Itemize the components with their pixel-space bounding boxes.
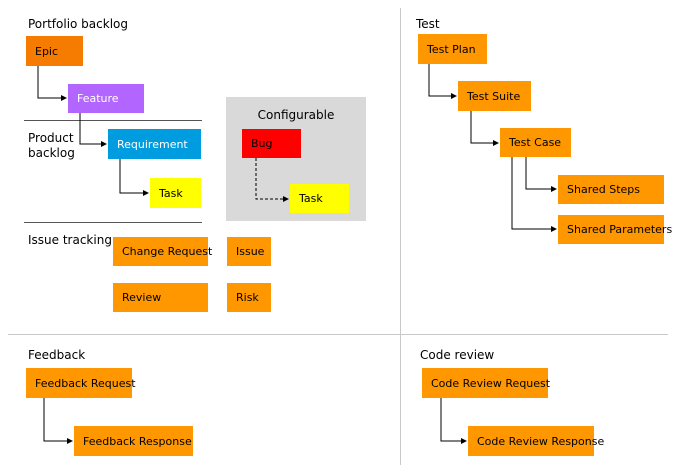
feature-box[interactable]: Feature (68, 84, 144, 113)
shared-parameters-box[interactable]: Shared Parameters (558, 215, 672, 244)
connector-testplan-testsuite (428, 64, 457, 99)
connector-requirement-task (119, 159, 149, 196)
test-suite-box[interactable]: Test Suite (458, 81, 531, 111)
product-backlog-title-line1: Product (28, 131, 74, 145)
portfolio-backlog-title: Portfolio backlog (28, 17, 128, 31)
horizontal-separator (8, 334, 668, 335)
connector-testcase-sharedsteps (525, 157, 557, 192)
connector-testcase-sharedparameters (511, 157, 557, 232)
product-backlog-title-line2: backlog (28, 146, 75, 160)
code-review-response-box[interactable]: Code Review Response (468, 426, 604, 456)
feedback-request-box[interactable]: Feedback Request (26, 368, 136, 398)
issue-box[interactable]: Issue (227, 237, 271, 266)
connector-bug-task (255, 158, 289, 202)
feedback-title: Feedback (28, 348, 86, 362)
issue-tracking-title: Issue tracking (28, 233, 112, 247)
shared-steps-box[interactable]: Shared Steps (558, 175, 664, 204)
epic-box[interactable]: Epic (26, 36, 83, 66)
bug-box[interactable]: Bug (242, 129, 301, 158)
issue-tracking-separator (24, 222, 202, 223)
risk-box[interactable]: Risk (227, 283, 271, 312)
connector-codereview (440, 398, 467, 444)
code-review-title: Code review (420, 348, 495, 362)
product-backlog-separator (24, 120, 202, 121)
connector-feature-requirement (79, 113, 107, 147)
task-box[interactable]: Task (150, 178, 201, 208)
test-title: Test (416, 17, 440, 31)
requirement-box[interactable]: Requirement (108, 129, 201, 159)
code-review-request-box[interactable]: Code Review Request (422, 368, 550, 398)
connector-feedback (43, 398, 73, 444)
vertical-separator (400, 8, 401, 465)
change-request-box[interactable]: Change Request (113, 237, 212, 266)
feedback-response-box[interactable]: Feedback Response (74, 426, 193, 456)
configurable-task-box[interactable]: Task (290, 184, 349, 213)
connector-epic-feature (37, 66, 67, 101)
test-plan-box[interactable]: Test Plan (418, 34, 487, 64)
review-box[interactable]: Review (113, 283, 208, 312)
connector-testsuite-testcase (470, 111, 499, 146)
test-case-box[interactable]: Test Case (500, 128, 571, 157)
configurable-title: Configurable (257, 108, 335, 122)
